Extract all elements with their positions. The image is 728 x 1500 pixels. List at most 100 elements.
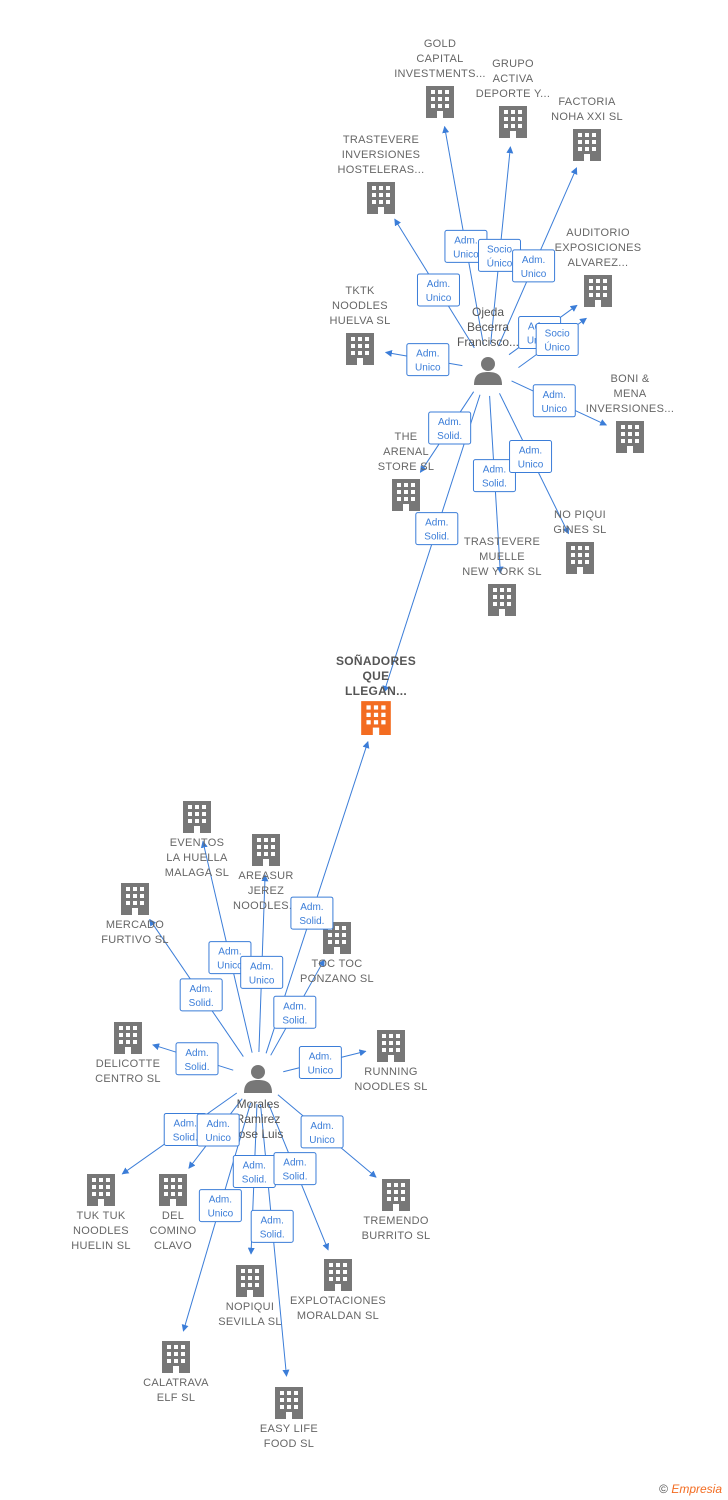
building-icon xyxy=(573,129,601,161)
relation-badge[interactable]: Adm.Solid. xyxy=(179,978,223,1012)
relation-badge-text: Socio xyxy=(487,244,512,255)
building-icon xyxy=(584,275,612,307)
relation-badge-text: Unico xyxy=(541,404,567,415)
relation-badge-text: Unico xyxy=(426,293,452,304)
relation-badge-text: Adm. xyxy=(425,518,448,529)
company-node-auditorio[interactable]: AUDITORIOEXPOSICIONESALVAREZ... xyxy=(555,227,642,307)
building-icon xyxy=(346,333,374,365)
relation-badge-text: Adm. xyxy=(483,465,506,476)
relation-badge-text: Solid. xyxy=(185,1062,210,1073)
relation-badge[interactable]: Adm.Solid. xyxy=(273,995,317,1029)
relation-badge-text: Unico xyxy=(205,1133,231,1144)
relation-badge[interactable]: Adm.Unico xyxy=(298,1046,342,1080)
node-label-line: NO PIQUI xyxy=(554,509,606,521)
node-label-line: AREASUR xyxy=(238,870,293,882)
relation-badge-text: Unico xyxy=(415,363,441,374)
relation-badge[interactable]: Adm. Solid. xyxy=(232,1154,276,1188)
node-label-line: RUNNING xyxy=(364,1066,417,1078)
node-label-line: FURTIVO SL xyxy=(101,934,169,946)
building-icon xyxy=(114,1022,142,1054)
node-label-line: TRASTEVERE xyxy=(343,134,419,146)
relation-badge[interactable]: Adm.Unico xyxy=(406,343,450,377)
brand-logo-text[interactable]: Empresia xyxy=(671,1482,722,1496)
relation-badge-text: Adm. xyxy=(519,445,542,456)
relation-badge[interactable]: Adm.Unico xyxy=(444,229,488,263)
relation-badge[interactable]: Adm.Unico xyxy=(532,384,576,418)
relation-badge[interactable]: Adm.Solid. xyxy=(175,1042,219,1076)
footer-credit: © Empresia xyxy=(659,1482,722,1496)
node-label-line: AUDITORIO xyxy=(566,227,630,239)
node-label-line: HUELIN SL xyxy=(71,1240,131,1252)
relation-badge[interactable]: Adm.Unico xyxy=(300,1115,344,1149)
relation-badge-text: Unico xyxy=(518,459,544,470)
relation-badge-text: Adm. xyxy=(283,1001,306,1012)
relation-badge[interactable]: Adm.Solid. xyxy=(290,896,334,930)
relation-badge-text: Solid. xyxy=(242,1174,267,1185)
node-label-line: SEVILLA SL xyxy=(218,1316,282,1328)
company-node-trastevere_inv[interactable]: TRASTEVEREINVERSIONESHOSTELERAS... xyxy=(337,134,424,214)
relation-badge[interactable]: Adm.Unico xyxy=(196,1113,240,1147)
relation-badge-text: Solid. xyxy=(437,431,462,442)
node-label-line: EXPLOTACIONES xyxy=(290,1295,386,1307)
node-label-line: COMINO xyxy=(149,1225,196,1237)
node-label-line: ALVAREZ... xyxy=(568,257,629,269)
building-icon xyxy=(252,834,280,866)
person-node-p1[interactable]: OjedaBecerraFrancisco... xyxy=(457,305,519,385)
company-node-gold[interactable]: GOLDCAPITALINVESTMENTS... xyxy=(394,38,486,118)
relation-badge-text: Adm. xyxy=(243,1160,266,1171)
building-icon xyxy=(566,542,594,574)
relation-badge[interactable]: Adm.Unico xyxy=(240,955,284,989)
building-icon xyxy=(87,1174,115,1206)
relation-badge-text: Unico xyxy=(308,1066,334,1077)
relation-badge[interactable]: Adm.Solid. xyxy=(472,459,516,493)
relation-badge[interactable]: Adm.Solid. xyxy=(428,411,472,445)
relation-badge[interactable]: Adm.Unico xyxy=(512,249,556,283)
node-label-line: TKTK xyxy=(345,285,375,297)
relation-badge-text: Adm. xyxy=(310,1121,333,1132)
relation-badge[interactable]: Adm.Solid. xyxy=(415,512,459,546)
node-label-line: TREMENDO xyxy=(363,1215,428,1227)
building-icon xyxy=(392,479,420,511)
relation-badge[interactable]: Adm.Unico xyxy=(416,273,460,307)
main-company-node[interactable]: SOÑADORESQUELLEGAN... xyxy=(336,653,416,735)
building-icon xyxy=(183,801,211,833)
relation-badge-text: Adm. xyxy=(300,902,323,913)
building-icon xyxy=(367,182,395,214)
node-label-line: CAPITAL xyxy=(416,53,463,65)
relation-badge-text: Unico xyxy=(217,961,243,972)
node-label-line: Ramirez xyxy=(236,1112,281,1126)
company-node-areasur[interactable]: AREASURJEREZNOODLES... xyxy=(233,834,299,912)
node-label-line: CLAVO xyxy=(154,1240,192,1252)
relation-badge[interactable]: Adm.Unico xyxy=(198,1189,242,1223)
node-label-line: Francisco... xyxy=(457,335,519,349)
relation-badge[interactable]: Adm.Solid. xyxy=(273,1152,317,1186)
node-label-line: EASY LIFE xyxy=(260,1423,318,1435)
company-node-boni[interactable]: BONI &MENAINVERSIONES... xyxy=(586,373,675,453)
relation-badge[interactable]: Adm. Unico xyxy=(509,439,553,473)
building-icon xyxy=(382,1179,410,1211)
relation-badge[interactable]: Adm.Solid. xyxy=(250,1209,294,1243)
building-icon xyxy=(426,86,454,118)
